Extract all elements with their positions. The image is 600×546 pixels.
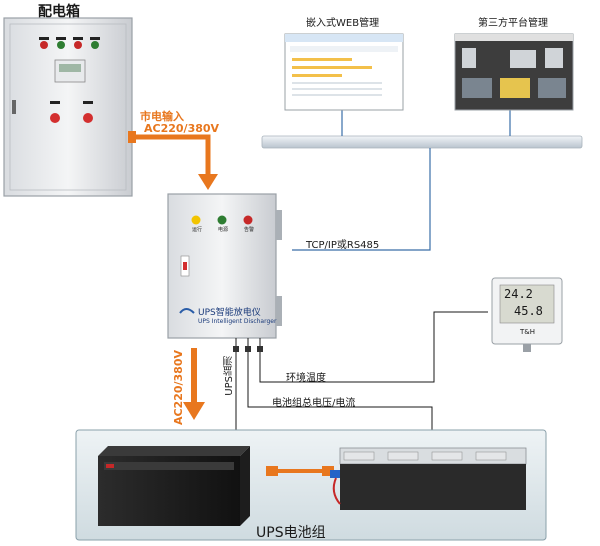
device-name-en: UPS Intelligent Discharger — [198, 318, 277, 325]
web-mgmt-screen — [284, 33, 404, 111]
sensor-brand: T&H — [520, 328, 535, 336]
sensor-temp: 24.2 — [504, 287, 533, 301]
ups-discharger — [167, 193, 282, 339]
mains-input-label: 市电输入 — [140, 110, 184, 123]
ups-unit — [98, 446, 250, 526]
battery-total-label: 电池组总电压/电流 — [272, 398, 356, 409]
third-party-label: 第三方平台管理 — [478, 18, 548, 29]
sensor-humidity: 45.8 — [514, 304, 543, 318]
distribution-box — [3, 17, 133, 197]
output-spec-label: AC220/380V — [172, 350, 185, 426]
led-label-alarm: 告警 — [244, 227, 255, 233]
third-party-screen — [454, 33, 574, 111]
mains-spec-label: AC220/380V — [144, 122, 220, 135]
network-bus — [261, 135, 583, 149]
battery-pack — [330, 447, 527, 510]
led-label-power: 电源 — [218, 227, 229, 233]
ups-monitor-label: UPS监测 — [224, 356, 235, 396]
distribution-box-label: 配电箱 — [38, 4, 80, 20]
ups-battery-label: UPS电池组 — [256, 525, 326, 541]
tcp-label: TCP/IP或RS485 — [306, 240, 380, 251]
temp-humidity-sensor — [491, 277, 563, 352]
device-name-cn: UPS智能放电仪 — [198, 308, 261, 318]
web-mgmt-label: 嵌入式WEB管理 — [306, 18, 380, 29]
env-temp-label: 环境温度 — [286, 373, 326, 384]
led-label-run: 运行 — [192, 227, 203, 233]
